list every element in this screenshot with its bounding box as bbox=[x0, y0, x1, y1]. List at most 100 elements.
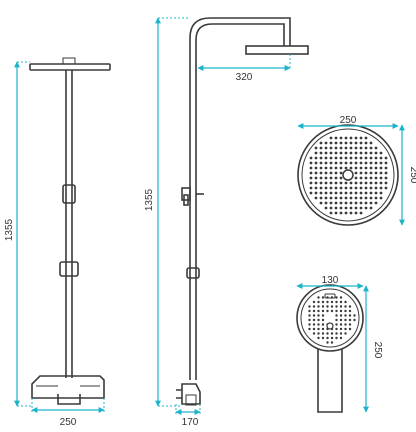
nozzle-dot bbox=[359, 156, 363, 160]
nozzle-dot bbox=[319, 151, 323, 155]
nozzle-dot bbox=[329, 171, 333, 175]
nozzle-dot bbox=[317, 332, 320, 335]
nozzle-dot bbox=[339, 211, 343, 215]
nozzle-dot bbox=[314, 156, 318, 160]
nozzle-dot bbox=[349, 166, 353, 170]
nozzle-dot bbox=[321, 323, 325, 326]
nozzle-dot bbox=[364, 201, 368, 205]
nozzle-dot bbox=[317, 323, 320, 326]
nozzle-dot bbox=[344, 305, 347, 308]
nozzle-dot bbox=[359, 201, 363, 205]
nozzle-dot bbox=[330, 300, 334, 304]
side-height-label: 1355 bbox=[144, 188, 155, 211]
nozzle-dot bbox=[359, 211, 363, 215]
showerhead-top-view bbox=[297, 124, 399, 226]
front-width-label: 250 bbox=[60, 417, 77, 428]
nozzle-dot bbox=[369, 156, 373, 160]
nozzle-dot bbox=[309, 166, 313, 170]
nozzle-dot bbox=[335, 323, 338, 326]
nozzle-dot bbox=[348, 318, 352, 322]
nozzle-dot bbox=[312, 332, 316, 335]
nozzle-dot bbox=[334, 161, 338, 165]
nozzle-dot bbox=[349, 161, 353, 165]
nozzle-dot bbox=[349, 181, 353, 185]
front-height-dimension: 1355 bbox=[4, 61, 32, 407]
handshower-height-dimension: 250 bbox=[363, 285, 383, 413]
nozzle-dot bbox=[309, 191, 313, 195]
showerhead-height-label: 250 bbox=[408, 167, 416, 184]
nozzle-dot bbox=[329, 146, 333, 150]
nozzle-dot bbox=[329, 191, 333, 195]
nozzle-dot bbox=[344, 161, 348, 165]
nozzle-dot bbox=[364, 146, 368, 150]
nozzle-dot bbox=[369, 166, 373, 170]
handshower-width-label: 130 bbox=[322, 275, 339, 286]
nozzle-dot bbox=[374, 166, 378, 170]
nozzle-dot bbox=[339, 191, 343, 195]
nozzle-dot bbox=[369, 161, 373, 165]
nozzle-dot bbox=[334, 206, 338, 210]
nozzle-dot bbox=[384, 181, 388, 185]
side-height-dimension: 1355 bbox=[144, 17, 190, 407]
nozzle-dot bbox=[359, 196, 363, 200]
front-showerhead bbox=[29, 63, 111, 71]
nozzle-dot bbox=[335, 327, 338, 331]
nozzle-dot bbox=[364, 161, 368, 165]
nozzle-dot bbox=[321, 336, 325, 340]
nozzle-dot bbox=[374, 161, 378, 165]
nozzle-dot bbox=[353, 318, 356, 322]
nozzle-dot bbox=[329, 181, 333, 185]
nozzle-dot bbox=[344, 332, 347, 335]
nozzle-dot bbox=[334, 171, 338, 175]
nozzle-dot bbox=[334, 136, 338, 140]
handshower-view bbox=[296, 284, 364, 413]
nozzle-dot bbox=[374, 186, 378, 190]
nozzle-dot bbox=[364, 151, 368, 155]
nozzle-dot bbox=[354, 171, 358, 175]
side-riser-pipe bbox=[189, 17, 291, 380]
nozzle-dot bbox=[324, 206, 328, 210]
nozzle-dot bbox=[349, 141, 353, 145]
front-bracket bbox=[59, 261, 79, 277]
nozzle-dot bbox=[330, 305, 334, 308]
nozzle-dot bbox=[334, 156, 338, 160]
showerhead-center-nozzle bbox=[342, 169, 354, 181]
nozzle-dot bbox=[326, 332, 329, 335]
nozzle-dot bbox=[312, 314, 316, 317]
nozzle-dot bbox=[312, 305, 316, 308]
nozzle-dot bbox=[379, 196, 383, 200]
nozzle-dot bbox=[379, 161, 383, 165]
nozzle-dot bbox=[339, 186, 343, 190]
nozzle-dot bbox=[339, 206, 343, 210]
nozzle-dot bbox=[329, 161, 333, 165]
side-slider bbox=[181, 187, 191, 201]
nozzle-dot bbox=[339, 305, 343, 308]
nozzle-dot bbox=[374, 156, 378, 160]
nozzle-dot bbox=[339, 327, 343, 331]
nozzle-dot bbox=[308, 309, 311, 313]
nozzle-dot bbox=[379, 176, 383, 180]
nozzle-dot bbox=[330, 336, 334, 340]
nozzle-dot bbox=[309, 176, 313, 180]
nozzle-dot bbox=[354, 191, 358, 195]
nozzle-dot bbox=[354, 156, 358, 160]
nozzle-dot bbox=[359, 191, 363, 195]
nozzle-dot bbox=[344, 201, 348, 205]
nozzle-dot bbox=[309, 161, 313, 165]
nozzle-dot bbox=[334, 181, 338, 185]
nozzle-dot bbox=[314, 186, 318, 190]
nozzle-dot bbox=[359, 176, 363, 180]
nozzle-dot bbox=[314, 161, 318, 165]
nozzle-dot bbox=[335, 300, 338, 304]
nozzle-dot bbox=[344, 309, 347, 313]
nozzle-dot bbox=[324, 141, 328, 145]
nozzle-dot bbox=[344, 206, 348, 210]
nozzle-dot bbox=[317, 327, 320, 331]
nozzle-dot bbox=[335, 314, 338, 317]
nozzle-dot bbox=[369, 181, 373, 185]
nozzle-dot bbox=[348, 323, 352, 326]
nozzle-dot bbox=[344, 166, 348, 170]
nozzle-dot bbox=[354, 141, 358, 145]
nozzle-dot bbox=[344, 181, 348, 185]
